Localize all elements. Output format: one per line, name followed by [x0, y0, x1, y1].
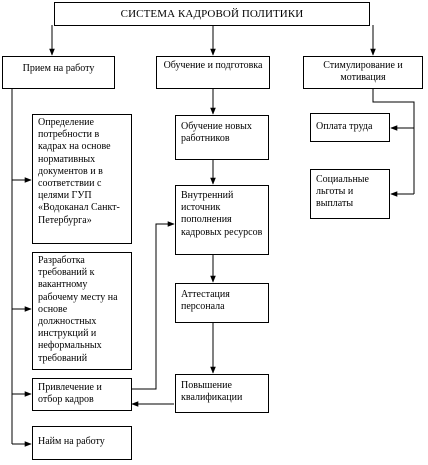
- training-item-1-text: Обучение новых работников: [181, 121, 252, 145]
- training-item-1-box: Обучение новых работников: [175, 115, 269, 160]
- hiring-item-4-box: Найм на работу: [32, 426, 132, 460]
- column-hiring-label: Прием на работу: [22, 63, 95, 74]
- training-item-3-text: Аттестация персонала: [181, 289, 230, 313]
- training-item-4-box: Повышение квалификации: [175, 374, 269, 413]
- column-motivation-box: Стимулирование и мотивация: [303, 56, 423, 89]
- hiring-item-4-text: Найм на работу: [38, 436, 105, 447]
- training-item-2-box: Внутренний источник пополнения кадровых …: [175, 185, 269, 255]
- column-motivation-label: Стимулирование и мотивация: [323, 60, 403, 84]
- training-item-4-text: Повышение квалификации: [181, 380, 243, 404]
- system-title-box: СИСТЕМА КАДРОВОЙ ПОЛИТИКИ: [54, 2, 370, 26]
- hiring-item-2-text: Разработка требований к вакантному рабоч…: [38, 255, 118, 364]
- training-item-3-box: Аттестация персонала: [175, 283, 269, 323]
- motivation-item-1-text: Оплата труда: [316, 121, 373, 132]
- hiring-item-3-text: Привлечение и отбор кадров: [38, 382, 102, 406]
- motivation-item-2-box: Социальные льготы и выплаты: [310, 169, 390, 219]
- system-title: СИСТЕМА КАДРОВОЙ ПОЛИТИКИ: [120, 8, 304, 20]
- column-training-box: Обучение и подготовка: [156, 56, 270, 89]
- motivation-spine-line: [372, 89, 415, 194]
- motivation-item-1-box: Оплата труда: [310, 113, 390, 142]
- hiring-item-1-text: Определение потребности в кадрах на осно…: [38, 117, 120, 226]
- hiring-item-2-box: Разработка требований к вакантному рабоч…: [32, 252, 132, 370]
- column-training-label: Обучение и подготовка: [163, 60, 263, 71]
- hiring-item-1-box: Определение потребности в кадрах на осно…: [32, 114, 132, 244]
- training-item-2-text: Внутренний источник пополнения кадровых …: [181, 190, 263, 238]
- hiring-item-3-box: Привлечение и отбор кадров: [32, 378, 132, 411]
- motivation-item-2-text: Социальные льготы и выплаты: [316, 174, 369, 210]
- column-hiring-box: Прием на работу: [2, 56, 115, 89]
- recruitment-to-internal-source-line: [132, 221, 175, 390]
